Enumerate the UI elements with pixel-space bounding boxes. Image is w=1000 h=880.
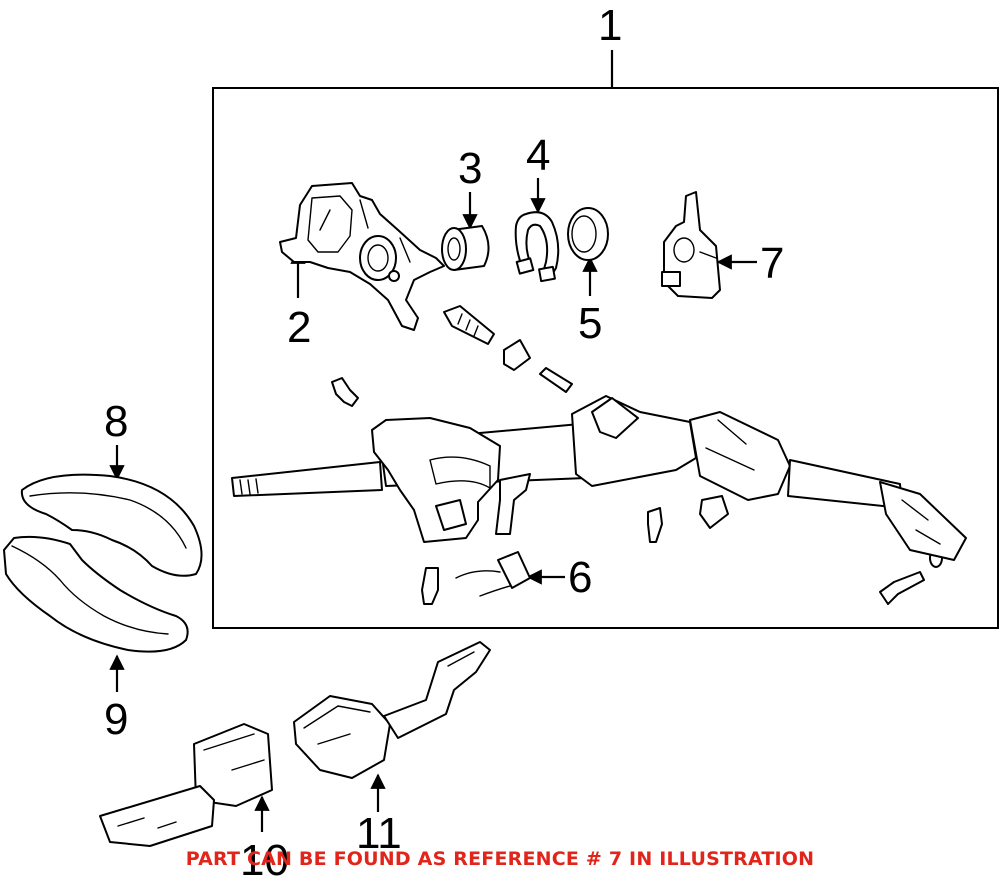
callout-1: 1	[598, 1, 622, 50]
callout-9: 9	[104, 695, 128, 744]
upper-cover-drawing	[20, 473, 203, 577]
ring-drawing	[567, 207, 609, 261]
lower-cover-drawing	[3, 535, 189, 653]
callout-11: 11	[356, 809, 402, 858]
ignition-switch-drawing	[661, 191, 721, 299]
wiper-switch-drawing	[99, 723, 273, 847]
lock-housing-drawing	[279, 182, 445, 331]
callout-2: 2	[287, 303, 311, 352]
assembly-frame	[212, 87, 999, 629]
callout-3: 3	[458, 144, 482, 193]
callout-8: 8	[104, 397, 128, 446]
callout-5: 5	[578, 299, 602, 348]
steering-column-drawing	[231, 395, 967, 561]
turn-signal-switch-drawing	[293, 641, 491, 779]
footer-note: PART CAN BE FOUND AS REFERENCE # 7 IN IL…	[185, 848, 815, 870]
hardware-drawing	[331, 305, 943, 605]
callout-6: 6	[568, 553, 592, 602]
connector-drawing	[455, 551, 531, 597]
callout-10: 10	[240, 836, 289, 880]
callout-4: 4	[526, 131, 550, 180]
callout-7: 7	[760, 239, 784, 288]
clamp-drawing	[514, 211, 560, 283]
bushing-drawing	[441, 225, 490, 271]
